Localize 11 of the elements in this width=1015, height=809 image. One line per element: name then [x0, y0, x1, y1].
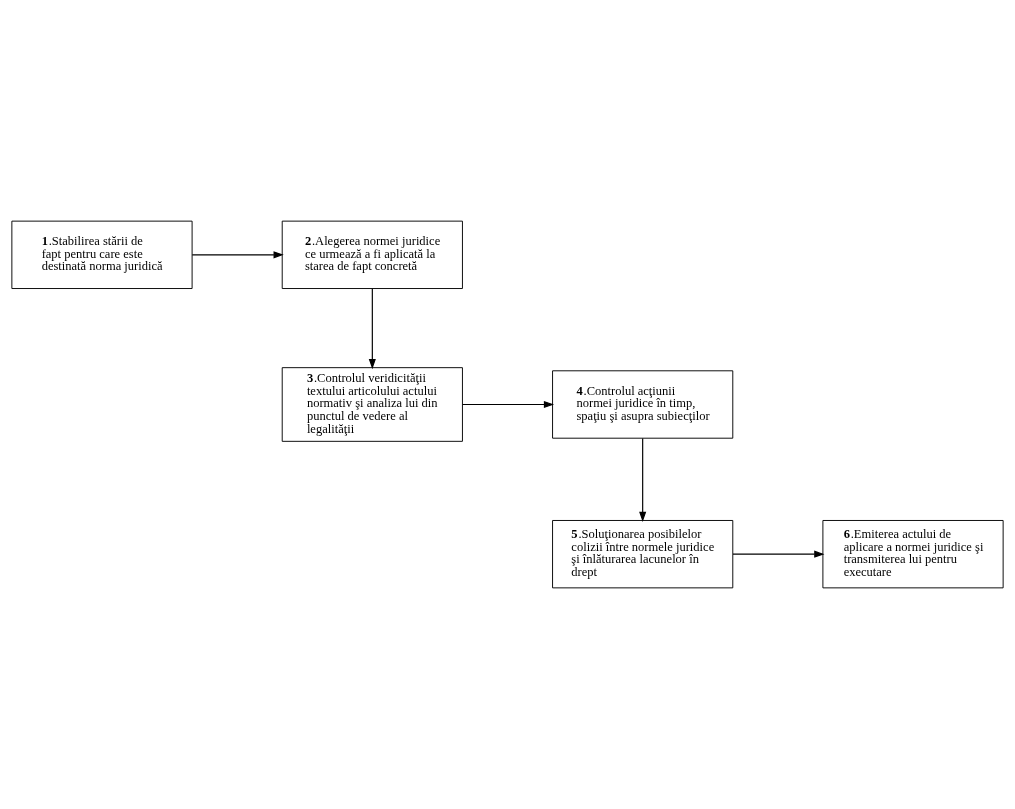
node-box: 2.Alegerea normei juridice ce urmează a fi aplicată la starea de fapt concretă [281, 220, 463, 289]
arrow [732, 550, 825, 558]
node-box: 5.Soluţionarea posibilelor colizii între normele juridice şi înlăturarea lacunelor în drept [552, 520, 734, 589]
arrow [368, 288, 376, 370]
arrow [191, 251, 284, 259]
node-box: 3.Controlul veridicităţii textului articolului actului normativ şi analiza lui din punctul de vedere al legalităţii [281, 367, 463, 442]
node-box: 4.Controlul acţiunii normei juridice în timp, spaţiu şi asupra subiecţilor [552, 370, 734, 439]
node-box: 1.Stabilirea stării de fapt pentru care este destinată norma juridică [11, 220, 193, 289]
arrow [639, 437, 647, 523]
node-box: 6.Emiterea actului de aplicare a normei juridice şi transmiterea lui pentru executare [822, 520, 1004, 589]
arrow [462, 400, 555, 409]
